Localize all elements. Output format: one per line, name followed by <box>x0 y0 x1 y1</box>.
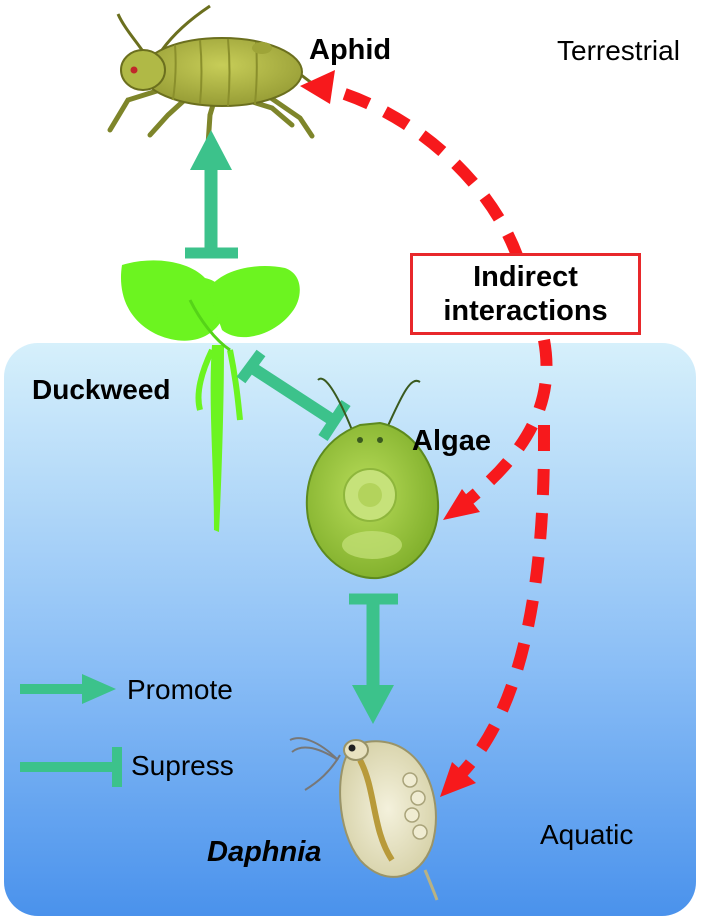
indirect-arrow-to-algae <box>443 338 553 520</box>
daphnia-icon <box>289 737 439 901</box>
label-aphid: Aphid <box>309 34 392 66</box>
indirect-interactions-label: Indirect interactions <box>443 260 608 327</box>
indirect-arrow-to-daphnia <box>440 424 551 797</box>
aphid-icon <box>107 4 327 148</box>
label-aquatic: Aquatic <box>540 819 634 850</box>
legend-promote-label: Promote <box>127 674 233 705</box>
indirect-interactions-box: Indirect interactions <box>410 253 641 335</box>
legend-promote-arrow <box>20 674 116 704</box>
legend-supress-label: Supress <box>131 750 234 781</box>
algae-icon <box>305 377 440 580</box>
promote-arrow-duckweed-aphid <box>185 130 238 259</box>
label-duckweed: Duckweed <box>32 374 171 405</box>
label-daphnia: Daphnia <box>207 836 322 868</box>
duckweed-icon <box>120 260 300 532</box>
indirect-arrow-to-aphid <box>300 70 524 261</box>
label-terrestrial: Terrestrial <box>557 35 680 66</box>
label-algae: Algae <box>412 425 491 457</box>
promote-arrow-algae-daphnia <box>349 593 398 724</box>
aquatic-region <box>4 343 696 916</box>
legend-supress-bar <box>20 747 122 787</box>
